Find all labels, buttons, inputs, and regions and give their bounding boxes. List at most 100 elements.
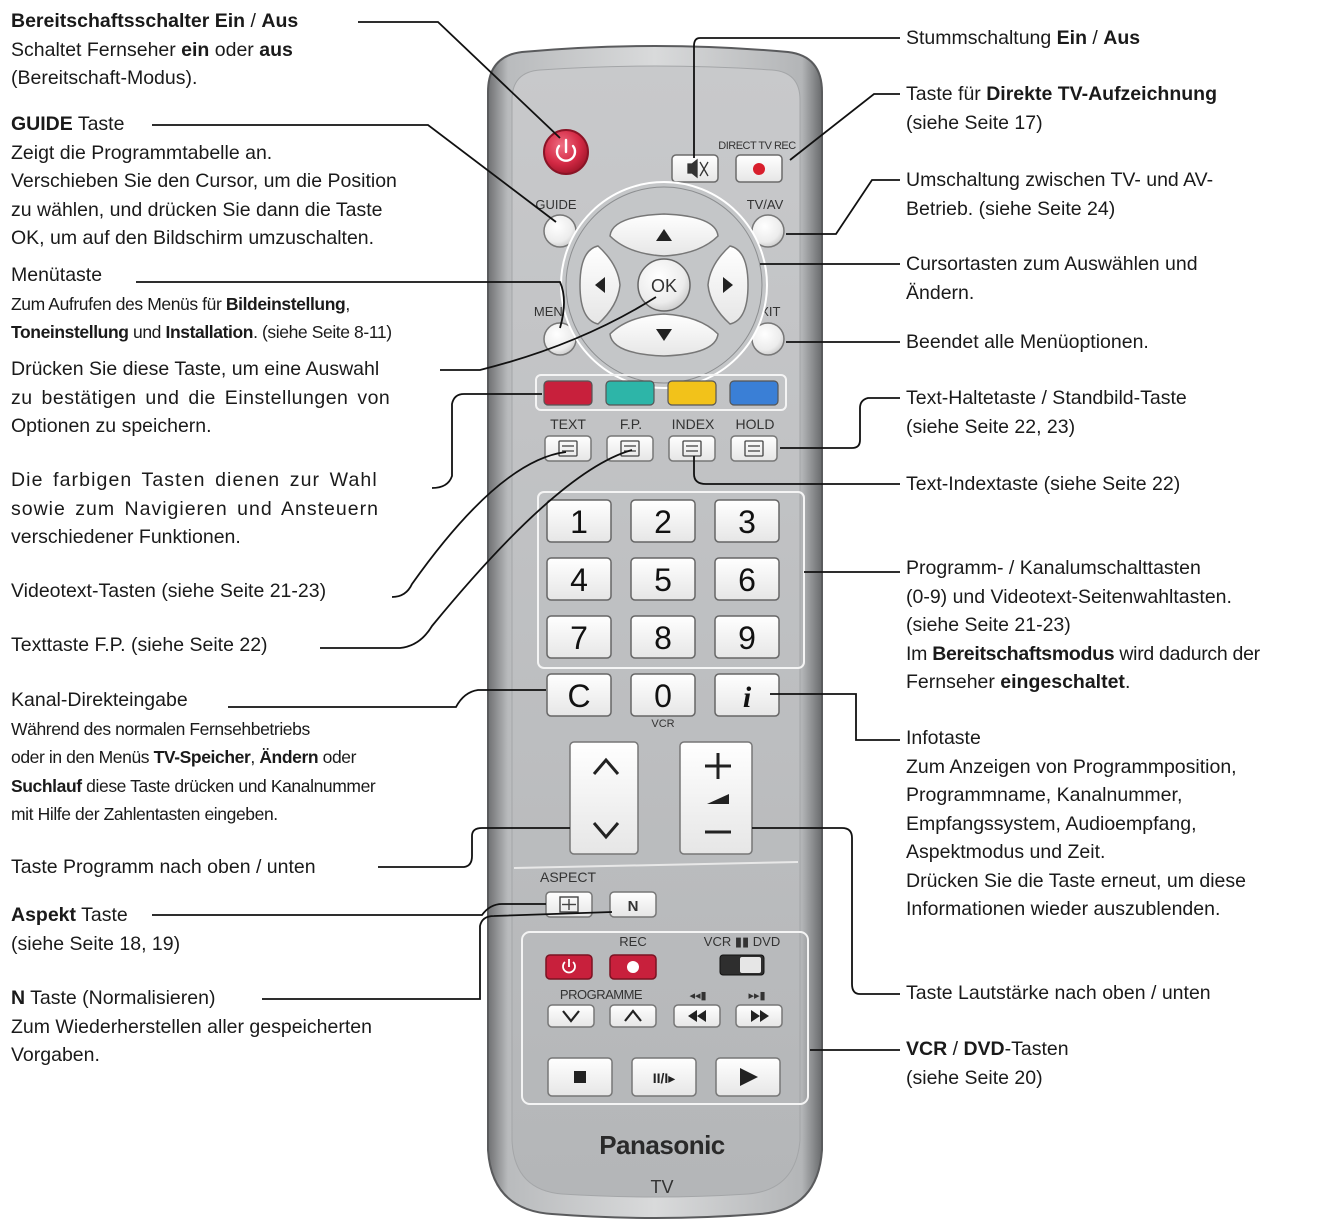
digit-key-8[interactable] bbox=[630, 615, 696, 659]
hold-label: HOLD bbox=[736, 416, 775, 432]
digit-label: 4 bbox=[570, 562, 588, 598]
next-label-icon: ▸▸▮ bbox=[748, 990, 765, 1002]
leader-standby bbox=[358, 21, 561, 139]
colour-key-3[interactable] bbox=[667, 380, 717, 406]
vcr-rec-dot-icon bbox=[627, 961, 639, 973]
leader-aspect bbox=[152, 903, 546, 916]
digit-label: 2 bbox=[654, 504, 672, 540]
standby-title: Bereitschaftsschalter Ein bbox=[11, 10, 246, 32]
digit-label: 0 bbox=[654, 678, 672, 714]
tvav-label: TV/AV bbox=[747, 197, 784, 212]
leader-teletext bbox=[391, 451, 567, 598]
rec-label: REC bbox=[619, 934, 646, 949]
annotation-volume: Taste Lautstärke nach oben / unten bbox=[906, 982, 1211, 1004]
menu-title: Menütaste bbox=[11, 264, 103, 286]
play-icon bbox=[740, 1068, 758, 1086]
leader-colour bbox=[431, 393, 542, 489]
normalize-button[interactable] bbox=[609, 891, 657, 918]
rewind-icon bbox=[688, 1010, 706, 1022]
record-dot-icon bbox=[753, 163, 765, 175]
volume-plus-icon bbox=[705, 753, 731, 779]
leader-fp bbox=[320, 449, 633, 649]
program-rocker[interactable] bbox=[569, 741, 639, 855]
program-up-icon bbox=[592, 757, 620, 775]
text-button[interactable] bbox=[544, 435, 592, 462]
digit-key-1[interactable] bbox=[546, 499, 612, 543]
mute-icon bbox=[687, 158, 709, 179]
digit-label: 3 bbox=[738, 504, 756, 540]
digit-key-9[interactable] bbox=[714, 615, 780, 659]
index-button[interactable] bbox=[668, 435, 716, 462]
index-label: INDEX bbox=[672, 416, 715, 432]
digit-label: 7 bbox=[570, 620, 588, 656]
leader-volume bbox=[752, 827, 900, 995]
leader-guide bbox=[152, 124, 557, 223]
leader-ok bbox=[440, 296, 657, 371]
leader-info bbox=[770, 693, 900, 741]
colour-key-1[interactable] bbox=[543, 380, 593, 406]
annotation-prog-updown: Taste Programm nach oben / unten bbox=[11, 856, 316, 878]
fp-label: F.P. bbox=[620, 416, 642, 432]
digit-key-2[interactable] bbox=[630, 499, 696, 543]
vcr-dvd-frame bbox=[521, 931, 809, 1105]
tv-label: TV bbox=[650, 1177, 673, 1197]
digit-key-6[interactable] bbox=[714, 557, 780, 601]
hold-button[interactable] bbox=[730, 435, 778, 462]
annotation-aspect: Aspekt Taste (siehe Seite 18, 19) bbox=[11, 904, 181, 955]
digit-label: 1 bbox=[570, 504, 588, 540]
ok-button[interactable] bbox=[637, 258, 691, 312]
digit-label: 9 bbox=[738, 620, 756, 656]
up-arrow-icon bbox=[656, 229, 672, 241]
guide-label: GUIDE bbox=[535, 197, 577, 212]
annotation-exit: Beendet alle Menüoptionen. bbox=[906, 331, 1149, 353]
pause-step-icon: II/I▸ bbox=[653, 1070, 676, 1086]
pause-button[interactable] bbox=[631, 1057, 697, 1097]
text-icon bbox=[558, 440, 578, 457]
colour-key-4[interactable] bbox=[729, 380, 779, 406]
left-arrow-icon bbox=[595, 277, 605, 293]
annotation-index: Text-Indextaste (siehe Seite 22) bbox=[906, 473, 1181, 495]
vcr-power-icon bbox=[562, 959, 576, 974]
digit-key-info[interactable] bbox=[714, 673, 780, 717]
fast-forward-icon bbox=[751, 1010, 769, 1022]
digit-key-c[interactable] bbox=[546, 673, 612, 717]
annotation-menu: Menütaste Zum Aufrufen des Menüs für Bil… bbox=[11, 261, 392, 347]
right-arrow-icon bbox=[723, 277, 733, 293]
leader-prog bbox=[378, 827, 570, 868]
digit-label: 5 bbox=[654, 562, 672, 598]
programme-label: PROGRAMME bbox=[560, 987, 643, 1002]
annotation-hold: Text-Haltetaste / Standbild-Taste (siehe… bbox=[906, 387, 1187, 438]
down-arrow-icon bbox=[656, 329, 672, 341]
annotation-fp: Texttaste F.P. (siehe Seite 22) bbox=[11, 634, 268, 656]
vcr-dvd-switch-label: VCR ▮▮ DVD bbox=[704, 934, 780, 949]
info-title: Infotaste bbox=[906, 727, 981, 749]
vcr-programme-up-button[interactable] bbox=[609, 1004, 657, 1028]
guide-title: GUIDE bbox=[11, 113, 73, 135]
ok-label: OK bbox=[651, 276, 677, 296]
vcr-programme-down-button[interactable] bbox=[547, 1004, 595, 1028]
annotation-cursor: Cursortasten zum Auswählen und Ändern. bbox=[906, 253, 1198, 304]
digit-key-0[interactable] bbox=[630, 673, 696, 717]
aspect-title: Aspekt bbox=[11, 904, 77, 926]
colour-keys-frame bbox=[535, 374, 787, 411]
colour-key-2[interactable] bbox=[605, 380, 655, 406]
channel-title: Kanal-Direkteingabe bbox=[11, 689, 188, 711]
digit-label: 8 bbox=[654, 620, 672, 656]
digit-label: i bbox=[743, 681, 752, 714]
leader-channel bbox=[228, 689, 546, 708]
number-pad-frame bbox=[537, 491, 805, 669]
normalize-title: N bbox=[11, 987, 26, 1009]
digit-key-3[interactable] bbox=[714, 499, 780, 543]
aspect-icon bbox=[559, 896, 579, 913]
digit-key-7[interactable] bbox=[546, 615, 612, 659]
leader-tvav bbox=[786, 179, 900, 235]
annotation-guide: GUIDE Taste Zeigt die Programmtabelle an… bbox=[11, 113, 397, 249]
volume-wedge-icon bbox=[707, 794, 729, 804]
volume-rocker[interactable] bbox=[679, 741, 753, 855]
leader-index bbox=[693, 456, 900, 485]
digit-key-4[interactable] bbox=[546, 557, 612, 601]
digit-key-5[interactable] bbox=[630, 557, 696, 601]
leader-menu bbox=[136, 281, 565, 329]
